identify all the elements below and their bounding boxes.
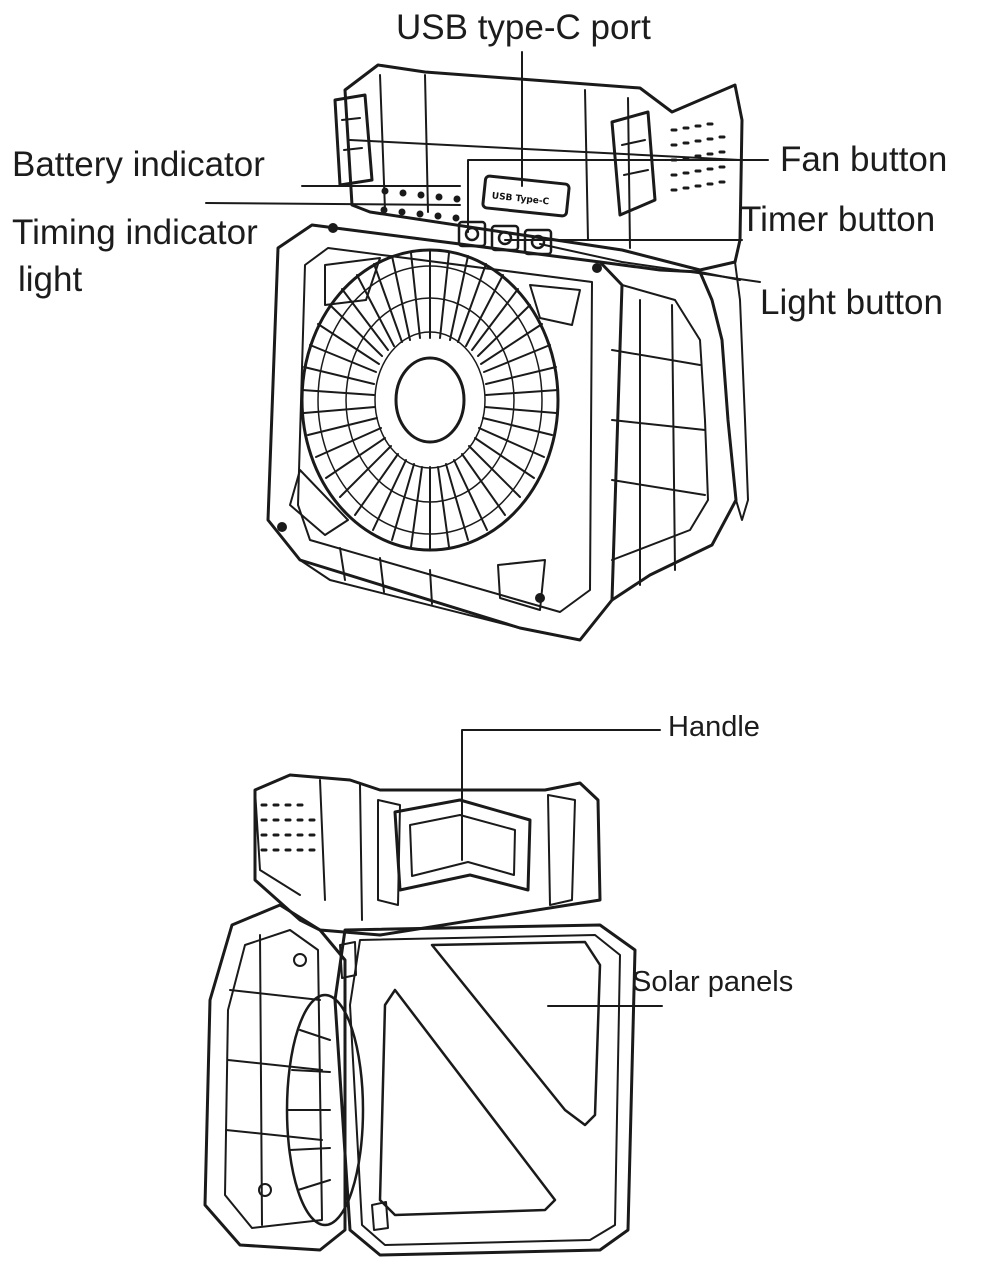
label-usb-port: USB type-C port xyxy=(396,8,651,47)
label-fan-button: Fan button xyxy=(780,140,948,179)
label-light-button: Light button xyxy=(760,283,943,322)
handle xyxy=(393,798,532,892)
label-timing-indicator-light: light xyxy=(18,260,83,299)
fan-hub xyxy=(394,356,466,444)
label-timing-indicator: Timing indicator xyxy=(12,213,258,252)
solar-panel-lower xyxy=(378,988,557,1217)
label-timer-button: Timer button xyxy=(740,200,936,239)
rear-top-housing xyxy=(253,773,602,937)
leader-light xyxy=(539,243,761,283)
indicator-leds xyxy=(380,187,461,222)
rear-panel xyxy=(333,923,637,1257)
leader-timing xyxy=(205,202,461,206)
label-battery-indicator: Battery indicator xyxy=(12,145,265,184)
front-view: USB Type-C xyxy=(266,63,749,642)
rear-side-body xyxy=(203,903,347,1252)
usb-port xyxy=(481,174,571,218)
leader-lines xyxy=(205,51,769,1007)
label-solar-panels: Solar panels xyxy=(632,966,794,998)
frame-screws xyxy=(277,223,602,603)
rear-view xyxy=(203,773,637,1257)
leader-handle xyxy=(461,729,661,861)
top-housing xyxy=(343,63,744,272)
leader-fan xyxy=(467,159,769,233)
vent-grille-right xyxy=(670,122,726,192)
solar-panel-upper xyxy=(430,940,602,1127)
usb-port-marking: USB Type-C xyxy=(491,191,550,207)
vent-grille-left xyxy=(260,803,316,852)
fan-grille xyxy=(300,248,560,552)
label-handle: Handle xyxy=(668,711,760,743)
